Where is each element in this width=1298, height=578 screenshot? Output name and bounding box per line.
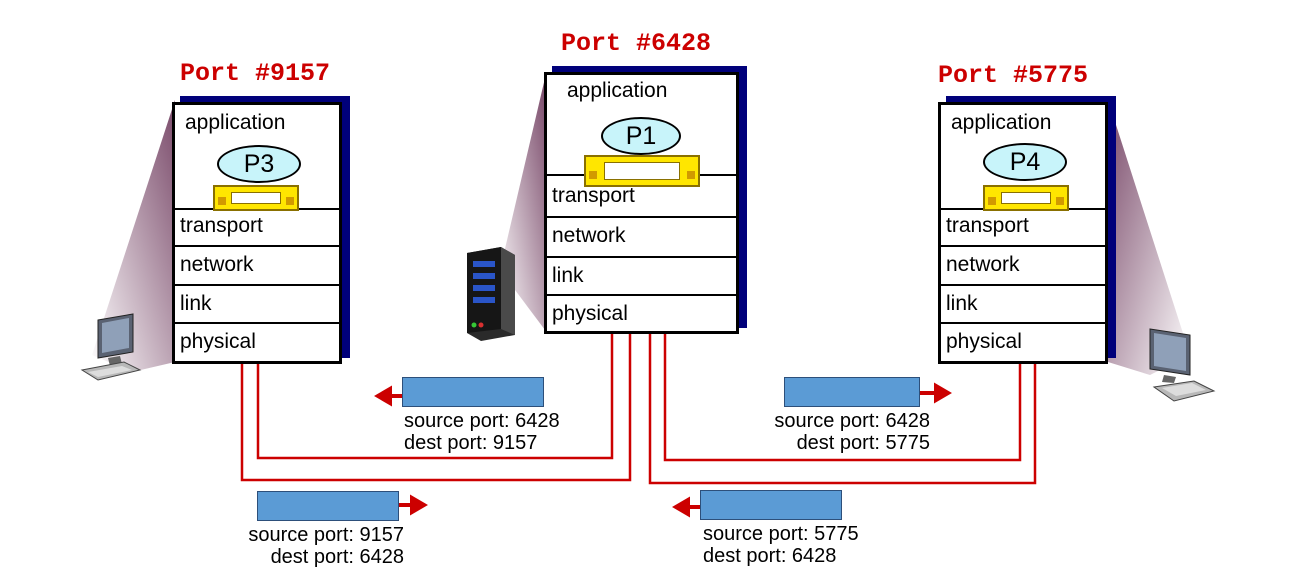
application-label: application — [567, 79, 668, 102]
segment-source-port: source port: 9157 — [248, 524, 404, 546]
link-layer: link — [941, 286, 1105, 324]
left-wedge — [92, 100, 175, 372]
process-p4: P4 — [983, 143, 1067, 181]
application-label: application — [185, 111, 286, 134]
segment-source-port: source port: 6428 — [774, 410, 930, 432]
port-label-6428: Port #6428 — [561, 29, 712, 58]
server-stack: application P1 transport network link ph… — [544, 72, 739, 334]
segment-source-port: source port: 5775 — [703, 523, 859, 545]
segment-dest-port: dest port: 9157 — [404, 432, 538, 454]
process-p1: P1 — [601, 117, 681, 155]
segment-source-port: source port: 6428 — [404, 410, 560, 432]
network-layer: network — [941, 247, 1105, 286]
left-host-stack: application P3 transport network link ph… — [172, 102, 342, 364]
process-p3: P3 — [217, 145, 301, 183]
socket-icon — [584, 155, 700, 187]
right-wedge — [1108, 100, 1190, 375]
port-label-9157: Port #9157 — [180, 59, 331, 88]
application-label: application — [951, 111, 1052, 134]
segment-dest-port: dest port: 5775 — [796, 432, 930, 454]
desktop-computer-icon — [1149, 328, 1216, 402]
transport-layer: transport — [175, 208, 339, 247]
desktop-computer-icon — [80, 313, 142, 381]
segment-6428-to-9157 — [402, 377, 544, 407]
socket-icon — [213, 185, 299, 211]
link-layer: link — [175, 286, 339, 324]
transport-layer: transport — [941, 208, 1105, 247]
physical-layer: physical — [180, 330, 256, 353]
segment-6428-to-5775 — [784, 377, 920, 407]
segment-dest-port: dest port: 6428 — [703, 545, 837, 567]
right-host-stack: application P4 transport network link ph… — [938, 102, 1108, 364]
physical-layer: physical — [552, 302, 628, 325]
transport-layer: transport — [547, 174, 736, 218]
physical-layer: physical — [946, 330, 1022, 353]
segment-5775-to-6428 — [700, 490, 842, 520]
application-layer: application P3 — [175, 105, 339, 211]
server-icon — [467, 247, 515, 341]
link-layer: link — [547, 258, 736, 296]
network-layer: network — [547, 218, 736, 258]
network-layer: network — [175, 247, 339, 286]
socket-icon — [983, 185, 1069, 211]
application-layer: application P4 — [941, 105, 1105, 211]
segment-dest-port: dest port: 6428 — [270, 546, 404, 568]
segment-9157-to-6428 — [257, 491, 399, 521]
port-label-5775: Port #5775 — [938, 61, 1089, 90]
